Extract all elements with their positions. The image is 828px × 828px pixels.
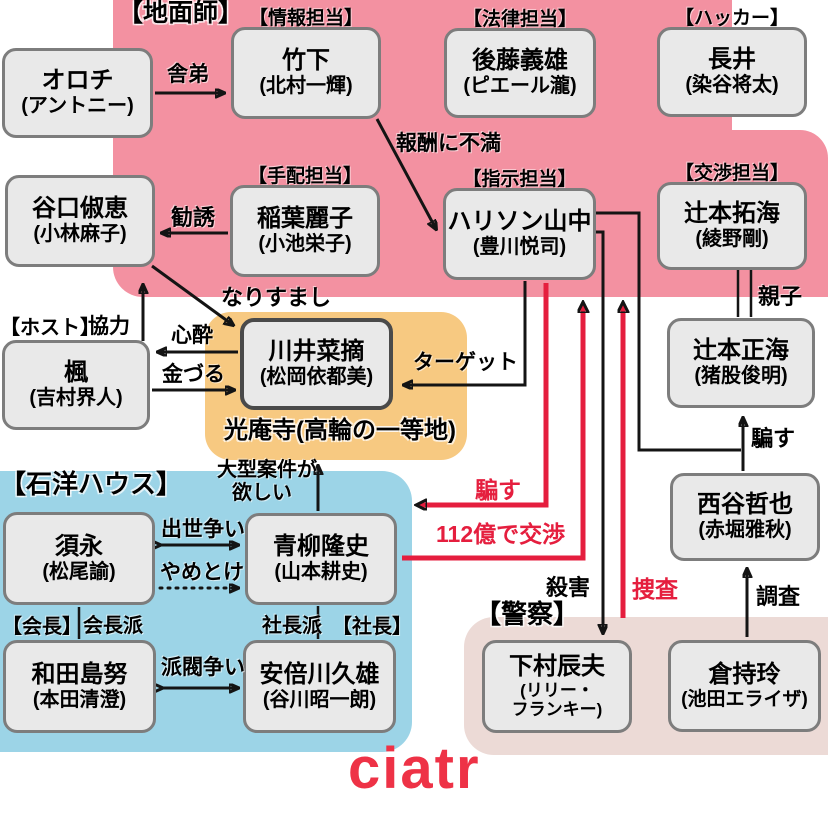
person-actor: (赤堀雅秋) <box>698 519 792 542</box>
person-actor: (猪股俊明) <box>694 365 788 388</box>
person-name: 谷口俶恵 <box>32 195 128 223</box>
role-label-takeshita: 【情報担当】 <box>248 8 364 29</box>
relation-label-kanyu: 勧誘 <box>171 205 216 230</box>
temple-label: 光庵寺(高輪の一等地) <box>224 417 456 444</box>
edge-kosho-red <box>402 304 583 561</box>
relation-label-sosa-red: 捜査 <box>632 576 678 602</box>
person-box-kaede: 楓(吉村界人) <box>2 340 150 430</box>
person-name: 倉持玲 <box>708 661 781 689</box>
role-label-goto: 【法律担当】 <box>462 9 578 30</box>
edge-narisumashi <box>151 264 233 325</box>
person-box-sunaga: 須永(松尾諭) <box>3 512 155 605</box>
relation-label-shinsui: 心酔 <box>171 324 213 347</box>
person-box-inaba: 稲葉麗子(小池栄子) <box>230 185 380 277</box>
relation-label-host: 【ホスト】 <box>0 317 100 339</box>
relation-label-kosho-red: 112億で交渉 <box>436 521 566 547</box>
person-actor: (山本耕史) <box>274 561 368 584</box>
person-actor: (北村一輝) <box>259 75 353 98</box>
person-box-wadajima: 和田島努(本田清澄) <box>3 640 156 733</box>
person-name: 須永 <box>55 532 103 560</box>
person-actor: (小池栄子) <box>258 233 352 256</box>
person-name: 長井 <box>708 46 756 74</box>
person-actor: (リリー・ フランキー) <box>511 680 603 720</box>
relation-label-habatsu-arasoi: 派閥争い <box>161 656 245 679</box>
person-name: ハリソン山中 <box>447 208 592 236</box>
relation-label-yametoke: やめとけ <box>160 561 244 584</box>
relation-label-satsugai: 殺害 <box>546 575 591 600</box>
relation-label-damasu-black: 騙す <box>751 426 796 451</box>
person-box-nishitani: 西谷哲也(赤堀雅秋) <box>670 473 820 561</box>
relation-label-narisumashi: なりすまし <box>221 285 332 310</box>
group-title-sekiyo-house: 【石洋ハウス】 <box>0 469 183 499</box>
jimenshi-group-background <box>113 0 732 297</box>
relation-label-kaicho: 【会長】 <box>2 616 82 638</box>
person-name: 下村辰夫 <box>509 652 605 680</box>
person-box-goto: 後藤義雄(ピエール瀧) <box>444 28 596 118</box>
relation-label-shachoha: 社長派 <box>262 615 322 637</box>
relation-label-shacho: 【社長】 <box>332 616 412 638</box>
relation-label-kanezuru: 金づる <box>162 363 225 386</box>
person-box-kawai: 川井菜摘(松岡依都美) <box>240 318 393 410</box>
relation-label-damasu-red: 騙す <box>475 477 521 503</box>
person-actor: (染谷将太) <box>685 74 779 97</box>
person-name: 稲葉麗子 <box>257 205 353 233</box>
relation-label-hoshii: 欲しい <box>232 482 292 504</box>
person-box-takeshita: 竹下(北村一輝) <box>231 27 381 119</box>
person-actor: (松尾諭) <box>42 560 116 583</box>
role-label-inaba: 【手配担当】 <box>247 166 363 187</box>
person-box-aoyagi: 青柳隆史(山本耕史) <box>245 513 397 605</box>
edge-damasu-red <box>418 283 549 505</box>
person-name: 楓 <box>64 359 88 387</box>
person-actor: (吉村界人) <box>29 387 123 410</box>
relation-label-kyoryoku: 協力 <box>88 315 130 338</box>
person-actor: (綾野剛) <box>695 228 769 251</box>
person-actor: (本田清澄) <box>32 688 127 711</box>
person-name: 辻本拓海 <box>684 200 780 228</box>
person-box-harrison: ハリソン山中(豊川悦司) <box>443 188 596 280</box>
group-title-jimenshi: 【地面師】 <box>118 0 244 27</box>
relation-label-chosa: 調査 <box>756 584 801 609</box>
relation-label-hoshu-fuman: 報酬に不満 <box>396 132 501 155</box>
person-actor: (池田エライザ) <box>681 688 808 710</box>
person-name: 辻本正海 <box>693 337 789 365</box>
role-label-harrison: 【指示担当】 <box>462 169 577 190</box>
person-actor: (ピエール瀧) <box>463 75 577 98</box>
person-name: オロチ <box>41 67 114 95</box>
edge-satsugai <box>596 230 603 633</box>
person-box-takumi: 辻本拓海(綾野剛) <box>657 182 807 270</box>
role-label-nagai: 【ハッカー】 <box>674 8 790 29</box>
relation-label-target: ターゲット <box>413 351 518 374</box>
person-name: 後藤義雄 <box>472 47 568 75</box>
person-actor: (小林麻子) <box>33 223 127 246</box>
edge-hoshu-fuman <box>375 118 436 229</box>
ciatr-logo: ciatr <box>348 736 481 801</box>
person-name: 川井菜摘 <box>268 338 365 366</box>
edge-target <box>404 281 527 385</box>
person-actor: (アントニー) <box>21 95 134 118</box>
person-box-shimomura: 下村辰夫(リリー・ フランキー) <box>482 640 632 733</box>
person-box-masami: 辻本正海(猪股俊明) <box>667 318 815 408</box>
person-name: 和田島努 <box>31 660 128 688</box>
edge-yamanaka-nishitani <box>596 211 741 452</box>
relation-label-ogata-anken: 大型案件が <box>217 459 317 481</box>
relation-label-shatei: 舎弟 <box>167 63 209 86</box>
person-box-abekawa: 安倍川久雄(谷川昭一朗) <box>243 640 396 733</box>
person-box-taniguchi: 谷口俶恵(小林麻子) <box>5 175 155 267</box>
person-name: 青柳隆史 <box>273 533 369 561</box>
person-actor: (谷川昭一朗) <box>262 688 377 711</box>
relation-label-oyako: 親子 <box>758 284 803 309</box>
person-name: 安倍川久雄 <box>259 660 380 688</box>
person-name: 西谷哲也 <box>697 491 793 519</box>
person-box-nagai: 長井(染谷将太) <box>657 27 807 117</box>
group-title-police: 【警察】 <box>475 599 580 629</box>
relation-label-shusse-arasoi: 出世争い <box>161 518 245 541</box>
role-label-takumi: 【交渉担当】 <box>674 163 790 184</box>
person-name: 竹下 <box>282 47 330 75</box>
person-box-kuramochi: 倉持玲(池田エライザ) <box>668 640 821 732</box>
relation-label-kaichoha: 会長派 <box>83 615 143 637</box>
person-actor: (松岡依都美) <box>259 366 374 389</box>
person-actor: (豊川悦司) <box>472 236 567 259</box>
person-box-orochi: オロチ(アントニー) <box>2 48 153 138</box>
